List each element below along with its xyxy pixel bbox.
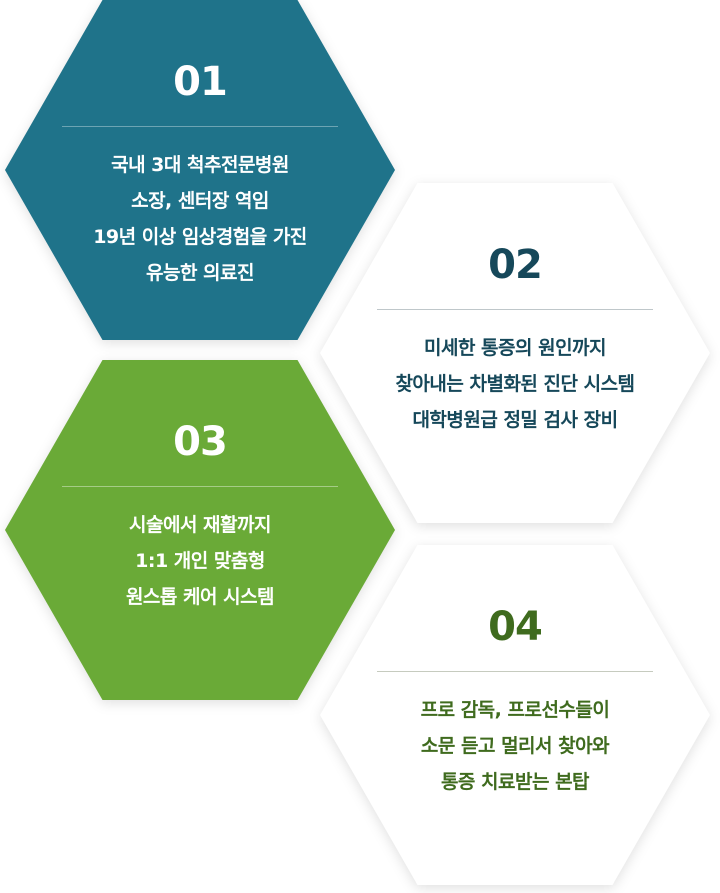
divider <box>377 309 653 310</box>
card-description: 미세한 통증의 원인까지 찾아내는 차별화된 진단 시스템 대학병원급 정밀 검… <box>395 330 635 438</box>
card-line: 1:1 개인 맞춤형 <box>135 550 265 572</box>
card-line: 소장, 센터장 역임 <box>131 190 269 212</box>
card-number: 01 <box>173 59 228 105</box>
card-number: 03 <box>173 419 228 465</box>
feature-card-03: 03 시술에서 재활까지 1:1 개인 맞춤형 원스톱 케어 시스템 <box>5 360 395 700</box>
card-number: 02 <box>488 242 543 288</box>
card-line: 원스톱 케어 시스템 <box>125 586 275 608</box>
card-description: 프로 감독, 프로선수들이 소문 듣고 멀리서 찾아와 통증 치료받는 본탑 <box>421 692 610 800</box>
card-line: 국내 3대 척추전문병원 <box>111 154 289 176</box>
card-number: 04 <box>488 604 543 650</box>
divider <box>377 671 653 672</box>
card-line: 소문 듣고 멀리서 찾아와 <box>420 735 610 757</box>
feature-card-04: 04 프로 감독, 프로선수들이 소문 듣고 멀리서 찾아와 통증 치료받는 본… <box>320 545 710 885</box>
card-description: 시술에서 재활까지 1:1 개인 맞춤형 원스톱 케어 시스템 <box>125 507 275 615</box>
card-line: 유능한 의료진 <box>146 262 254 284</box>
card-line: 시술에서 재활까지 <box>129 514 271 536</box>
card-line: 19년 이상 임상경험을 가진 <box>93 226 307 248</box>
card-description: 국내 3대 척추전문병원 소장, 센터장 역임 19년 이상 임상경험을 가진 … <box>93 147 307 291</box>
divider <box>62 126 338 127</box>
card-line: 찾아내는 차별화된 진단 시스템 <box>395 373 635 395</box>
card-line: 프로 감독, 프로선수들이 <box>420 699 610 721</box>
divider <box>62 486 338 487</box>
hexagon-shape <box>320 545 710 885</box>
feature-card-01: 01 국내 3대 척추전문병원 소장, 센터장 역임 19년 이상 임상경험을 … <box>5 0 395 340</box>
card-line: 통증 치료받는 본탑 <box>440 771 590 793</box>
feature-card-02: 02 미세한 통증의 원인까지 찾아내는 차별화된 진단 시스템 대학병원급 정… <box>320 183 710 523</box>
card-line: 대학병원급 정밀 검사 장비 <box>412 409 618 431</box>
card-line: 미세한 통증의 원인까지 <box>423 337 607 359</box>
